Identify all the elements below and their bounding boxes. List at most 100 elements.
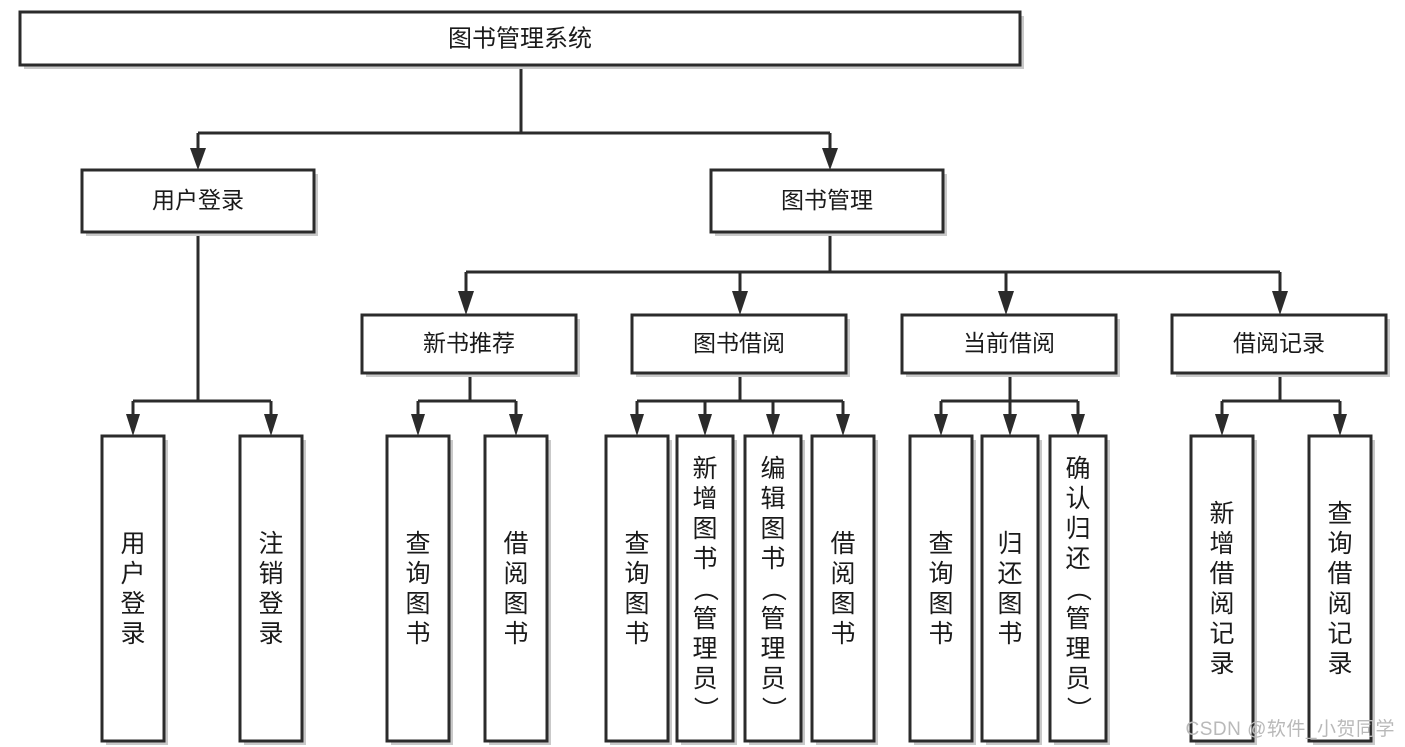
node-book-borrow-label: 图书借阅 xyxy=(693,330,785,356)
svg-text:阅: 阅 xyxy=(1209,590,1234,618)
arrow-head-leaf-confirm-return xyxy=(1071,414,1085,436)
svg-text:管: 管 xyxy=(1065,605,1090,633)
node-user-login[interactable]: 用户登录 xyxy=(80,168,318,236)
svg-text:户: 户 xyxy=(120,560,145,588)
svg-text:注: 注 xyxy=(258,530,283,558)
svg-text:书: 书 xyxy=(405,620,430,648)
node-borrow-record[interactable]: 借阅记录 xyxy=(1170,313,1390,377)
node-leaf-user-login-label: 用户登录 xyxy=(120,530,145,648)
node-book-borrow-box[interactable] xyxy=(630,313,848,375)
svg-text:（: （ xyxy=(691,576,719,601)
node-new-book-recommend[interactable]: 新书推荐 xyxy=(360,313,580,377)
node-user-login-box[interactable] xyxy=(80,168,316,234)
node-leaf-add-record-box[interactable] xyxy=(1189,434,1255,743)
node-leaf-query-book-2-box[interactable] xyxy=(604,434,670,743)
svg-text:书: 书 xyxy=(624,620,649,648)
svg-text:理: 理 xyxy=(1065,635,1090,663)
arrow-head-leaf-edit-book xyxy=(766,414,780,436)
node-root-title-box[interactable] xyxy=(18,10,1022,67)
node-book-management-box[interactable] xyxy=(709,168,945,234)
svg-text:阅: 阅 xyxy=(503,560,528,588)
svg-text:录: 录 xyxy=(258,620,283,648)
svg-text:询: 询 xyxy=(405,560,430,588)
svg-text:理: 理 xyxy=(692,635,717,663)
node-leaf-edit-book-box[interactable] xyxy=(743,434,803,743)
svg-text:书: 书 xyxy=(830,620,855,648)
svg-text:询: 询 xyxy=(1327,530,1352,558)
node-leaf-query-record-box[interactable] xyxy=(1307,434,1373,743)
svg-text:查: 查 xyxy=(405,530,430,558)
arrow-head-borrow-record xyxy=(1272,291,1288,315)
svg-text:员: 员 xyxy=(760,665,785,693)
node-root-title[interactable]: 图书管理系统 xyxy=(18,10,1024,69)
arrow-head-leaf-add-record xyxy=(1215,414,1229,436)
arrow-head-leaf-user-login xyxy=(126,414,140,436)
svg-text:记: 记 xyxy=(1209,620,1234,648)
node-book-borrow[interactable]: 图书借阅 xyxy=(630,313,850,377)
node-user-login-label: 用户登录 xyxy=(152,187,244,213)
node-borrow-record-box[interactable] xyxy=(1170,313,1388,375)
node-book-management[interactable]: 图书管理 xyxy=(709,168,947,236)
svg-text:用: 用 xyxy=(120,530,145,558)
leaf-node-layer: 用户登录注销登录查询图书借阅图书查询图书新增图书（管理员）编辑图书（管理员）借阅… xyxy=(100,434,1375,745)
node-new-book-recommend-label: 新书推荐 xyxy=(423,330,515,356)
connector-layer xyxy=(126,68,1347,436)
svg-text:增: 增 xyxy=(692,485,717,513)
node-leaf-user-login-box[interactable] xyxy=(100,434,166,743)
node-leaf-query-book-1-box[interactable] xyxy=(385,434,451,743)
svg-text:阅: 阅 xyxy=(830,560,855,588)
arrow-head-leaf-borrow-book-2 xyxy=(836,414,850,436)
node-leaf-borrow-book-1-box[interactable] xyxy=(483,434,549,743)
svg-text:书: 书 xyxy=(760,545,785,573)
csdn-watermark: CSDN @软件_小贺同学 xyxy=(1185,719,1395,740)
node-leaf-borrow-book-2-box[interactable] xyxy=(810,434,876,743)
svg-text:图: 图 xyxy=(624,590,649,618)
svg-text:确: 确 xyxy=(1065,455,1090,483)
svg-text:归: 归 xyxy=(997,530,1022,558)
node-current-borrow-box[interactable] xyxy=(900,313,1118,375)
arrow-head-leaf-add-book xyxy=(698,414,712,436)
svg-text:借: 借 xyxy=(1327,560,1352,588)
node-leaf-query-book-3-box[interactable] xyxy=(908,434,974,743)
node-leaf-add-book-box[interactable] xyxy=(675,434,735,743)
node-leaf-confirm-return-box[interactable] xyxy=(1048,434,1108,743)
svg-text:）: ） xyxy=(1064,696,1092,721)
svg-text:询: 询 xyxy=(624,560,649,588)
svg-text:管: 管 xyxy=(760,605,785,633)
node-leaf-logout-login-box[interactable] xyxy=(238,434,304,743)
svg-text:记: 记 xyxy=(1327,620,1352,648)
svg-text:图: 图 xyxy=(503,590,528,618)
node-leaf-return-book-box[interactable] xyxy=(980,434,1040,743)
svg-text:录: 录 xyxy=(1327,650,1352,678)
arrow-head-leaf-query-book-2 xyxy=(630,414,644,436)
svg-text:借: 借 xyxy=(503,530,528,558)
svg-text:录: 录 xyxy=(120,620,145,648)
svg-text:图: 图 xyxy=(830,590,855,618)
svg-text:借: 借 xyxy=(830,530,855,558)
arrow-head-book-borrow xyxy=(732,291,748,315)
node-leaf-user-login[interactable]: 用户登录 xyxy=(100,434,168,745)
node-new-book-recommend-box[interactable] xyxy=(360,313,578,375)
node-current-borrow[interactable]: 当前借阅 xyxy=(900,313,1120,377)
node-book-management-label: 图书管理 xyxy=(781,187,873,213)
